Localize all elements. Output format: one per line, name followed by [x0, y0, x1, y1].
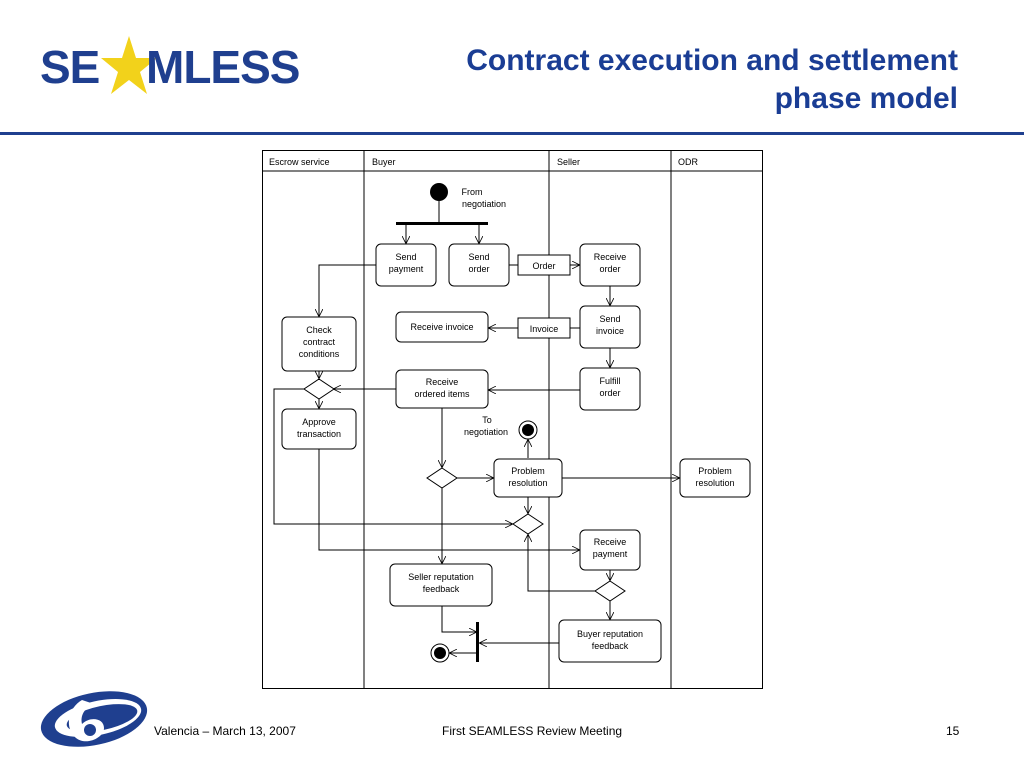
send-invoice-label-1: Send	[599, 314, 620, 324]
edge	[441, 606, 476, 632]
receive-invoice-action	[395, 311, 489, 343]
send-invoice-label-2: invoice	[596, 326, 624, 336]
invoice-object-label: Invoice	[530, 324, 559, 334]
page-number: 15	[946, 724, 960, 738]
buyer-rep-label-1: Buyer reputation	[577, 629, 643, 639]
check-contract-label-3: conditions	[299, 349, 340, 359]
fulfill-order-label-1: Fulfill	[599, 376, 620, 386]
edge	[273, 388, 512, 524]
fulfill-order-action	[579, 367, 641, 411]
footer-meeting-name: First SEAMLESS Review Meeting	[442, 724, 623, 738]
receive-items-label-1: Receive	[426, 377, 459, 387]
approve-label-2: transaction	[297, 429, 341, 439]
odr-problem-resolution-action	[679, 458, 751, 498]
activity-diagram: Escrow service Buyer Seller ODR From neg…	[262, 150, 764, 690]
problem-label-2: resolution	[508, 478, 547, 488]
from-negotiation-label-2: negotiation	[462, 199, 506, 209]
receive-payment-label-2: payment	[593, 549, 628, 559]
activity-final-node-center	[522, 424, 534, 436]
approve-label-1: Approve	[302, 417, 336, 427]
send-order-label-2: order	[468, 264, 489, 274]
receive-invoice-label: Receive invoice	[410, 322, 473, 332]
order-object-label: Order	[532, 261, 555, 271]
seller-reputation-action	[389, 563, 493, 607]
edge	[528, 535, 595, 592]
merge-decision	[512, 513, 544, 535]
header-divider	[0, 132, 1024, 135]
join-bar	[476, 622, 479, 662]
to-negotiation-label-2: negotiation	[464, 427, 508, 437]
lane-seller: Seller	[557, 157, 580, 167]
buyer-reputation-action	[558, 619, 662, 663]
logo-text-left: SE	[40, 41, 100, 93]
seller-rep-label-2: feedback	[423, 584, 460, 594]
activity-diagram-svg: Escrow service Buyer Seller ODR From neg…	[262, 150, 763, 689]
slide-title: Contract execution and settlement phase …	[358, 42, 958, 118]
from-negotiation-label-1: From	[462, 187, 483, 197]
footer-location-date: Valencia – March 13, 2007	[154, 724, 296, 738]
slide-title-line2: phase model	[774, 82, 958, 115]
lane-escrow-service: Escrow service	[269, 157, 330, 167]
logo-text-right: MLESS	[146, 41, 300, 93]
lane-odr: ODR	[678, 157, 699, 167]
initial-node	[430, 183, 448, 201]
problem-label-1: Problem	[511, 466, 545, 476]
odr-problem-label-1: Problem	[698, 466, 732, 476]
fp6-logo-icon	[40, 691, 148, 747]
receive-payment-label-1: Receive	[594, 537, 627, 547]
send-order-label-1: Send	[468, 252, 489, 262]
edge	[319, 264, 376, 316]
star-icon	[101, 36, 157, 94]
send-payment-label-1: Send	[395, 252, 416, 262]
buyer-rep-label-2: feedback	[592, 641, 629, 651]
lane-buyer: Buyer	[372, 157, 396, 167]
slide-title-line1: Contract execution and settlement	[466, 44, 958, 77]
odr-problem-label-2: resolution	[695, 478, 734, 488]
fork-bar	[396, 222, 488, 225]
receive-order-label-2: order	[599, 264, 620, 274]
check-contract-label-2: contract	[303, 337, 336, 347]
to-negotiation-label-1: To	[482, 415, 492, 425]
receive-items-label-2: ordered items	[414, 389, 470, 399]
check-contract-label-1: Check	[306, 325, 332, 335]
receive-order-label-1: Receive	[594, 252, 627, 262]
final-node-center	[434, 647, 446, 659]
seller-rep-label-1: Seller reputation	[408, 572, 474, 582]
fulfill-order-label-2: order	[599, 388, 620, 398]
edge	[318, 449, 579, 550]
send-payment-label-2: payment	[389, 264, 424, 274]
seamless-logo: SE MLESS	[40, 34, 300, 98]
